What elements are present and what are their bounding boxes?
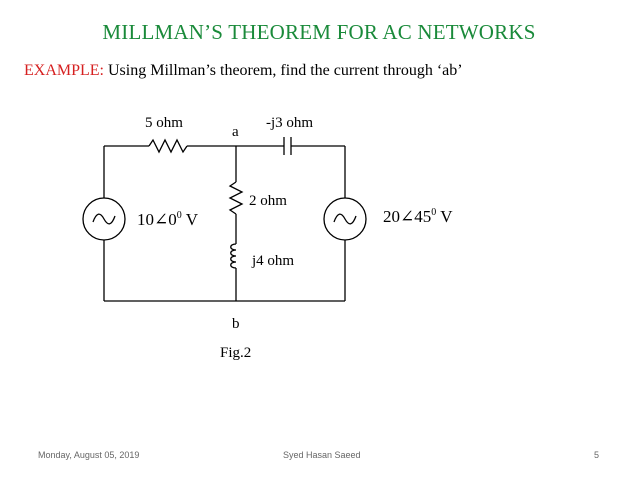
example-text: Using Millman’s theorem, find the curren… bbox=[104, 62, 463, 79]
ac-source-right bbox=[323, 197, 367, 241]
resistor-2ohm bbox=[228, 181, 244, 215]
angle-symbol: ∠ bbox=[154, 210, 168, 229]
footer-page-number: 5 bbox=[594, 450, 600, 460]
node-a-label: a bbox=[232, 124, 239, 140]
angle-symbol: ∠ bbox=[400, 207, 414, 226]
footer-author: Syed Hasan Saeed bbox=[283, 450, 361, 460]
footer-date: Monday, August 05, 2019 bbox=[38, 450, 140, 460]
source-right-value: 20∠450 V bbox=[383, 207, 453, 226]
resistor-mid-label: 2 ohm bbox=[249, 193, 287, 209]
ac-source-left bbox=[82, 197, 126, 241]
inductor-j4ohm bbox=[230, 243, 237, 269]
slide-title: MILLMAN’S THEOREM FOR AC NETWORKS bbox=[102, 20, 536, 44]
figure-caption: Fig.2 bbox=[220, 345, 251, 361]
capacitor-label: -j3 ohm bbox=[266, 115, 313, 131]
source-left-value: 10∠00 V bbox=[137, 210, 199, 229]
ac-source-left-wave bbox=[92, 213, 116, 225]
ac-source-right-wave bbox=[333, 213, 357, 225]
node-b-label: b bbox=[232, 316, 240, 332]
inductor-label: j4 ohm bbox=[251, 253, 294, 269]
example-label: EXAMPLE: bbox=[24, 62, 104, 79]
resistor-left-label: 5 ohm bbox=[145, 115, 183, 131]
resistor-5ohm bbox=[148, 138, 188, 154]
example-statement: EXAMPLE: Using Millman’s theorem, find t… bbox=[24, 62, 463, 80]
